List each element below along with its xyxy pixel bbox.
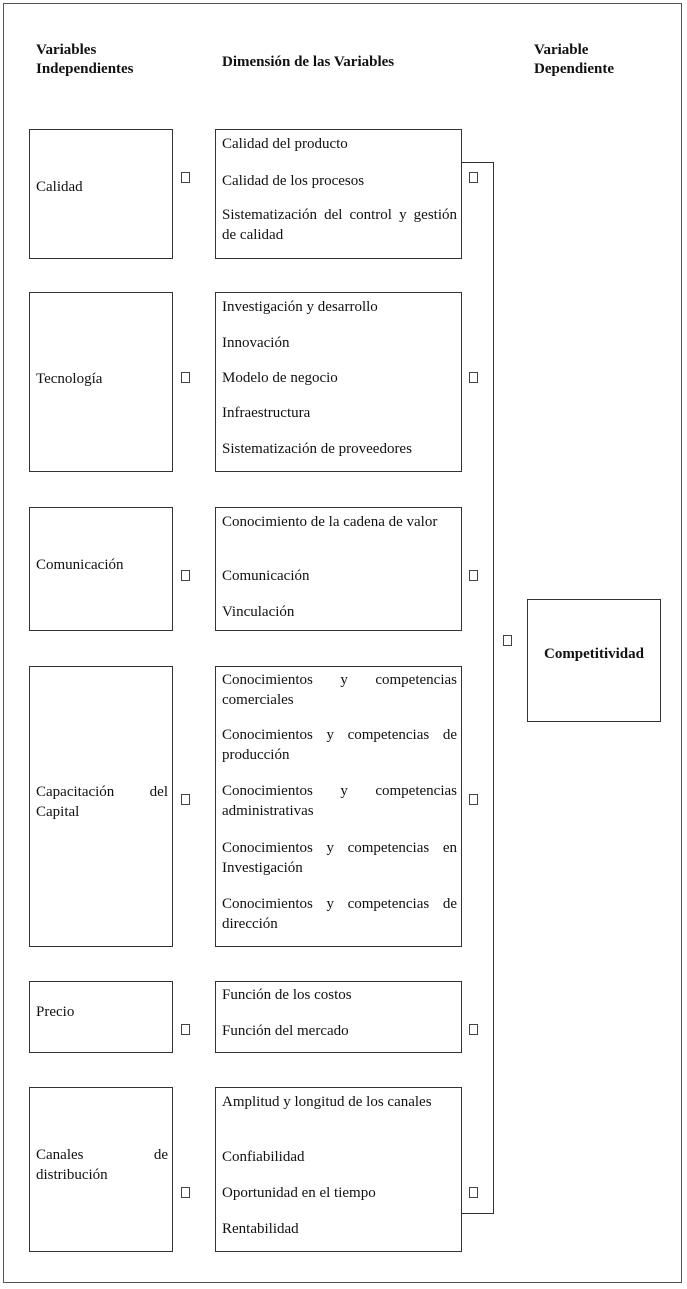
dim-item: Función del mercado [222,1023,349,1039]
dim-item: Conocimientos y competencias en Investig… [222,840,457,876]
dim-item: Función de los costos [222,987,352,1003]
var-box-comunicacion: Comunicación [29,507,173,631]
missing-glyph-icon [469,570,478,581]
dim-item: Sistematización del control y gestión de… [222,207,457,243]
var-box-calidad: Calidad [29,129,173,259]
dim-item: Confiabilidad [222,1149,305,1165]
missing-glyph-icon [181,570,190,581]
missing-glyph-icon [181,1024,190,1035]
var-box-capacitacion: Capacitación del Capital [29,666,173,947]
dim-item: Investigación y desarrollo [222,299,378,315]
dim-box-precio: Función de los costos Función del mercad… [215,981,462,1053]
dim-item: Vinculación [222,604,295,620]
header-independent: Variables Independientes [36,41,176,79]
missing-glyph-icon [469,1187,478,1198]
var-box-tecnologia: Tecnología [29,292,173,472]
header-dependent: Variable Dependiente [534,41,674,79]
header-dependent-line1: Variable [534,42,589,58]
dim-box-canales: Amplitud y longitud de los canales Confi… [215,1087,462,1252]
dim-box-tecnologia: Investigación y desarrollo Innovación Mo… [215,292,462,472]
header-dimensions: Dimensión de las Variables [222,54,395,70]
bracket-bottom [462,1213,494,1214]
dim-item: Conocimientos y competencias comerciales [222,672,457,708]
missing-glyph-icon [469,172,478,183]
dim-box-comunicacion: Conocimiento de la cadena de valor Comun… [215,507,462,631]
missing-glyph-icon [503,635,512,646]
dim-item: Infraestructura [222,405,311,421]
dim-item: Conocimiento de la cadena de valor [222,514,438,530]
dim-item: Rentabilidad [222,1221,299,1237]
dim-item: Modelo de negocio [222,370,338,386]
var-label-tecnologia: Tecnología [36,371,103,387]
var-label-precio: Precio [36,1004,75,1020]
var-box-precio: Precio [29,981,173,1053]
dim-item: Comunicación [222,568,310,584]
dim-item: Conocimientos y competencias de direcció… [222,896,457,932]
dim-item: Amplitud y longitud de los canales [222,1094,432,1110]
diagram-frame: Variables Independientes Dimensión de la… [3,3,682,1283]
missing-glyph-icon [181,372,190,383]
dim-box-calidad: Calidad del producto Calidad de los proc… [215,129,462,259]
missing-glyph-icon [469,1024,478,1035]
bracket-vertical [493,162,494,1214]
dim-item: Calidad del producto [222,136,348,152]
missing-glyph-icon [181,172,190,183]
missing-glyph-icon [469,794,478,805]
bracket-top [462,162,494,163]
dim-item: Conocimientos y competencias administrat… [222,783,457,819]
var-label-canales: Canales de distribución [36,1147,168,1183]
var-label-comunicacion: Comunicación [36,557,124,573]
var-label-capacitacion: Capacitación del Capital [36,784,168,820]
var-label-calidad: Calidad [36,179,83,195]
dim-item: Sistematización de proveedores [222,441,412,457]
result-label: Competitividad [543,646,644,662]
result-box: Competitividad [527,599,661,722]
missing-glyph-icon [181,794,190,805]
var-box-canales: Canales de distribución [29,1087,173,1252]
dim-item: Conocimientos y competencias de producci… [222,727,457,763]
dim-item: Innovación [222,335,290,351]
header-independent-line2: Independientes [36,61,134,77]
header-independent-line1: Variables [36,42,97,58]
dim-item: Oportunidad en el tiempo [222,1185,376,1201]
missing-glyph-icon [469,372,478,383]
missing-glyph-icon [181,1187,190,1198]
dim-item: Calidad de los procesos [222,173,365,189]
dim-box-capacitacion: Conocimientos y competencias comerciales… [215,666,462,947]
header-dependent-line2: Dependiente [534,61,614,77]
